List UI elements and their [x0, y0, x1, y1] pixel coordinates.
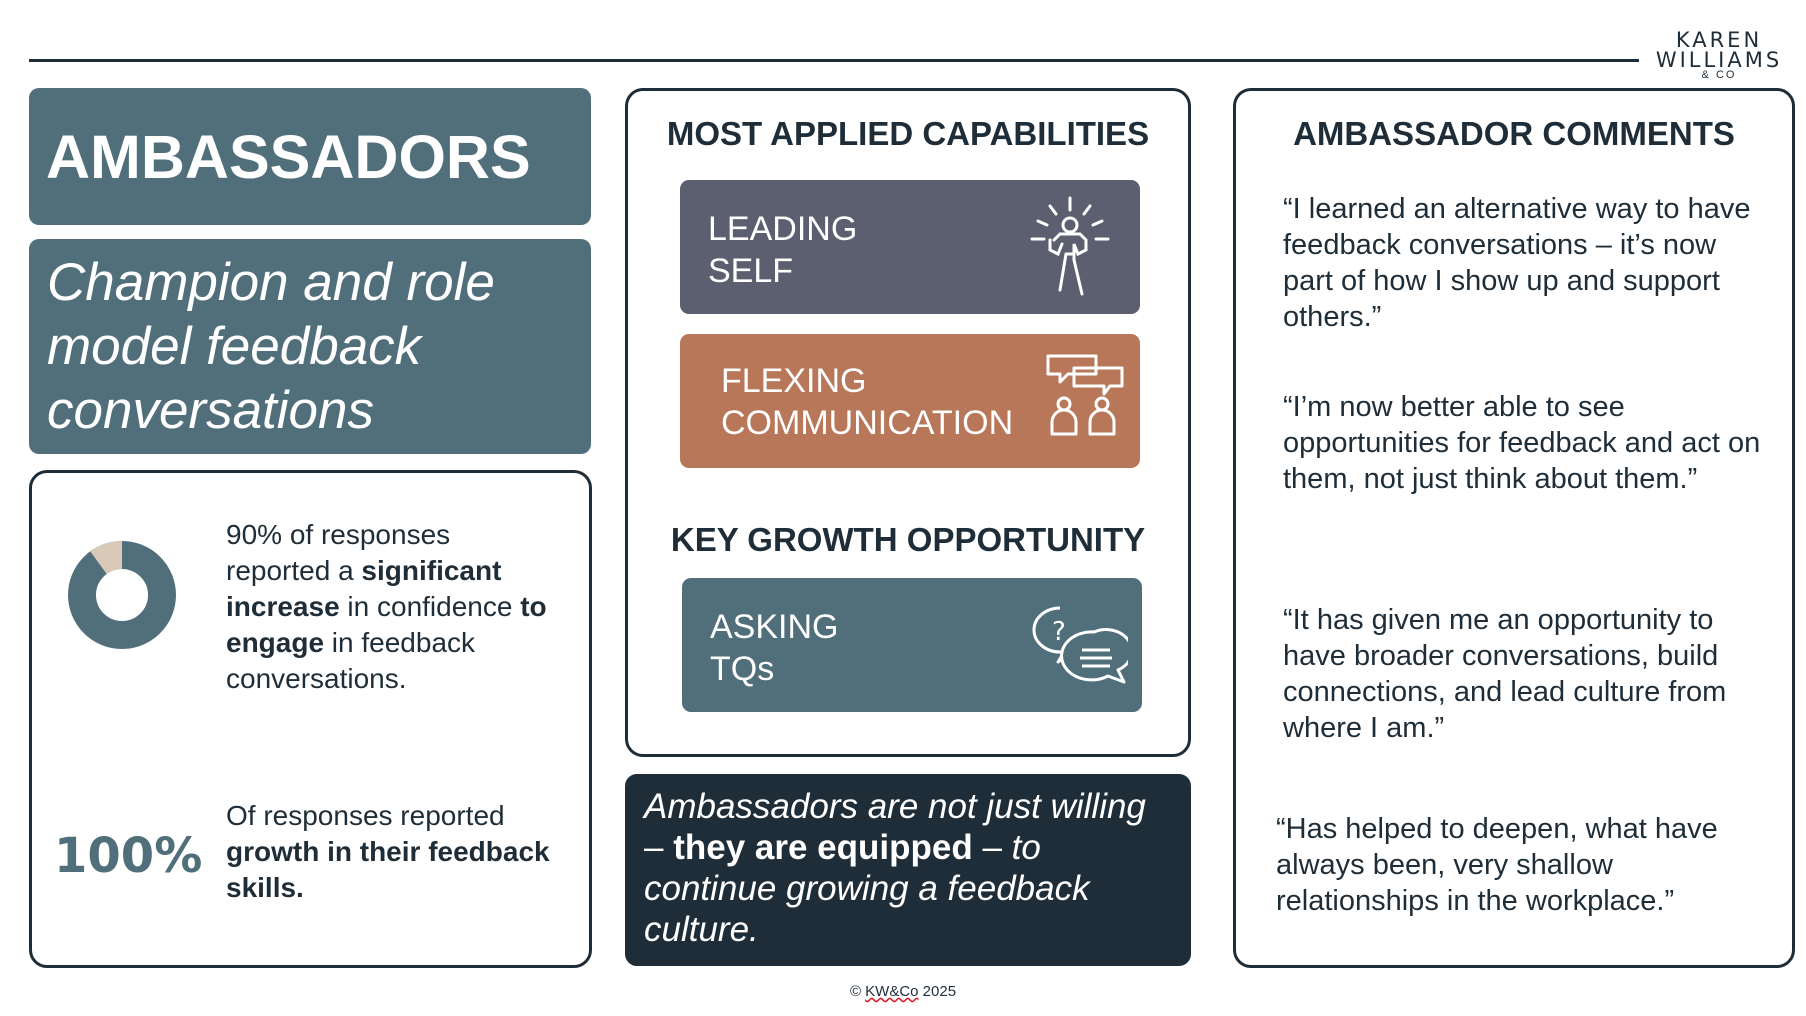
stat1-text-pre: 90% of responses reported a — [226, 519, 451, 586]
capability-card-leading-self: LEADING SELF — [680, 180, 1140, 314]
logo-line-1: KAREN — [1675, 28, 1763, 52]
stat-confidence: 90% of responses reported a significant … — [226, 517, 556, 697]
title-panel: AMBASSADORS — [29, 88, 591, 225]
callout-dash-1: – — [644, 828, 674, 867]
growth-card-asking-tqs: ASKING TQs ? — [682, 578, 1142, 712]
growth-heading: KEY GROWTH OPPORTUNITY — [670, 521, 1146, 558]
stat-skills: Of responses reported growth in their fe… — [226, 798, 556, 906]
callout-dash-2: – — [972, 828, 1012, 867]
comment-item: “Has helped to deepen, what have always … — [1276, 813, 1718, 917]
growth-label-line1: ASKING — [710, 608, 839, 646]
capability-label-line1: LEADING — [708, 210, 858, 248]
capability-label-line2: COMMUNICATION — [721, 404, 1014, 442]
comments-panel: AMBASSADOR COMMENTS “I learned an altern… — [1233, 88, 1795, 968]
donut-remainder-slice — [90, 541, 123, 575]
comment-item: “I’m now better able to see opportunitie… — [1283, 391, 1761, 495]
stat-big-number: 100% — [54, 828, 203, 884]
page-subtitle: Champion and role model feedback convers… — [47, 253, 495, 440]
capability-label-line2: SELF — [708, 252, 794, 290]
stat1-bold-1: significant increase — [226, 555, 502, 622]
callout-panel: Ambassadors are not just willing – they … — [625, 774, 1191, 966]
person-radiating-icon — [1030, 196, 1110, 296]
page-title: AMBASSADORS — [46, 123, 531, 191]
capabilities-heading: MOST APPLIED CAPABILITIES — [666, 115, 1150, 152]
callout-part-2: to continue growing a feedback culture. — [644, 828, 1090, 949]
stat2-bold: growth in their feedback skills. — [226, 836, 550, 903]
copyright-footer: © KW&Co 2025 — [0, 983, 1806, 1000]
growth-label: ASKING TQs — [710, 606, 838, 690]
capability-label: LEADING SELF — [708, 208, 857, 292]
header-divider — [29, 59, 1639, 62]
stat2-text-pre: Of responses reported — [226, 800, 505, 831]
stat1-text-mid: in confidence — [339, 591, 521, 622]
logo-line-3: & CO — [1701, 69, 1737, 81]
company-logo: KAREN WILLIAMS & CO — [1654, 30, 1784, 81]
comment-item: “It has given me an opportunity to have … — [1283, 604, 1727, 744]
capability-label-line1: FLEXING — [721, 362, 867, 400]
question-speech-icon: ? — [1032, 606, 1128, 684]
capability-label: FLEXING COMMUNICATION — [721, 360, 1013, 444]
capability-card-flexing-communication: FLEXING COMMUNICATION — [680, 334, 1140, 468]
footer-year: 2025 — [918, 983, 957, 1000]
svg-text:?: ? — [1052, 617, 1066, 647]
callout-part-1: Ambassadors are not just willing — [644, 787, 1146, 826]
comments-heading: AMBASSADOR COMMENTS — [1293, 115, 1735, 152]
callout-text: Ambassadors are not just willing – they … — [644, 786, 1175, 950]
percentage-donut-icon — [68, 541, 176, 649]
stat1-text-post: in feedback conversations. — [226, 627, 476, 694]
capabilities-panel: MOST APPLIED CAPABILITIES LEADING SELF F… — [625, 88, 1191, 757]
logo-line-2: WILLIAMS — [1655, 48, 1783, 72]
callout-bold: they are equipped — [673, 828, 973, 867]
subtitle-panel: Champion and role model feedback convers… — [29, 239, 591, 454]
stat1-bold-2: to engage — [226, 591, 547, 658]
stats-panel: 90% of responses reported a significant … — [29, 470, 592, 968]
growth-label-line2: TQs — [710, 650, 775, 688]
comment-item: “I learned an alternative way to have fe… — [1283, 193, 1751, 333]
footer-brand: KW&Co — [865, 983, 919, 1000]
footer-prefix: © — [849, 983, 866, 1000]
people-talking-icon — [1046, 354, 1124, 436]
